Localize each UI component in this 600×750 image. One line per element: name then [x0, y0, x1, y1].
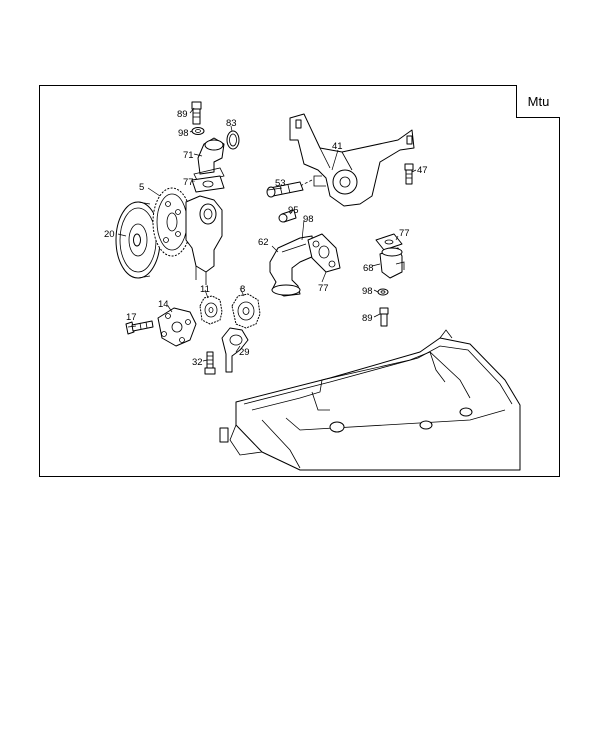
label-71: 71: [183, 150, 194, 161]
bracket-41: [289, 113, 415, 207]
valve-68: [379, 247, 405, 279]
label-14: 14: [158, 299, 169, 310]
label-8: 8: [240, 284, 245, 295]
bolt-89-right: [379, 307, 389, 327]
bolt-53: [266, 181, 304, 198]
washer-98-right: [377, 288, 389, 296]
oil-pan: [219, 329, 521, 471]
bolt-95: [278, 209, 297, 223]
label-29: 29: [239, 347, 250, 358]
cover-plate-14: [157, 307, 197, 347]
bolt-32: [204, 351, 216, 375]
label-77-right: 77: [399, 228, 410, 239]
label-77-center: 77: [318, 283, 329, 294]
part-labels: 89 98 83 71 77 5 20 41 47 53 95 98 62 77…: [104, 109, 428, 368]
gasket-77-center: [307, 233, 341, 273]
label-53: 53: [275, 178, 286, 189]
label-77-top: 77: [183, 177, 194, 188]
suction-pipe-62: [269, 235, 315, 297]
label-98-mid: 98: [303, 214, 314, 225]
pulley-20: [115, 201, 161, 279]
gasket-77-right: [375, 233, 403, 251]
label-17: 17: [126, 312, 137, 323]
pump-gear-8: [231, 293, 261, 329]
pump-gear-11: [199, 295, 223, 325]
gear-5: [152, 187, 192, 257]
oil-pump-housing: [185, 195, 223, 285]
label-62: 62: [258, 237, 269, 248]
gasket-77-top: [191, 175, 225, 193]
label-89-right: 89: [362, 313, 373, 324]
bolt-47: [404, 163, 414, 185]
label-47: 47: [417, 165, 428, 176]
bolt-89-top: [191, 101, 202, 125]
seal-ring-83: [226, 130, 240, 150]
label-20: 20: [104, 229, 115, 240]
label-5: 5: [139, 182, 144, 193]
model-badge: Mtu: [516, 85, 560, 118]
label-98-top: 98: [178, 128, 189, 139]
label-98-right: 98: [362, 286, 373, 297]
label-68: 68: [363, 263, 374, 274]
bolt-17: [125, 320, 154, 335]
label-41: 41: [332, 141, 343, 152]
label-32: 32: [192, 357, 203, 368]
leader-lines: [117, 107, 417, 362]
label-89-top: 89: [177, 109, 188, 120]
washer-98-top: [191, 127, 205, 135]
label-83: 83: [226, 118, 237, 129]
elbow-pipe-71: [193, 137, 225, 183]
label-11: 11: [200, 284, 210, 295]
label-95: 95: [288, 205, 299, 216]
drive-shaft-29: [221, 327, 249, 373]
